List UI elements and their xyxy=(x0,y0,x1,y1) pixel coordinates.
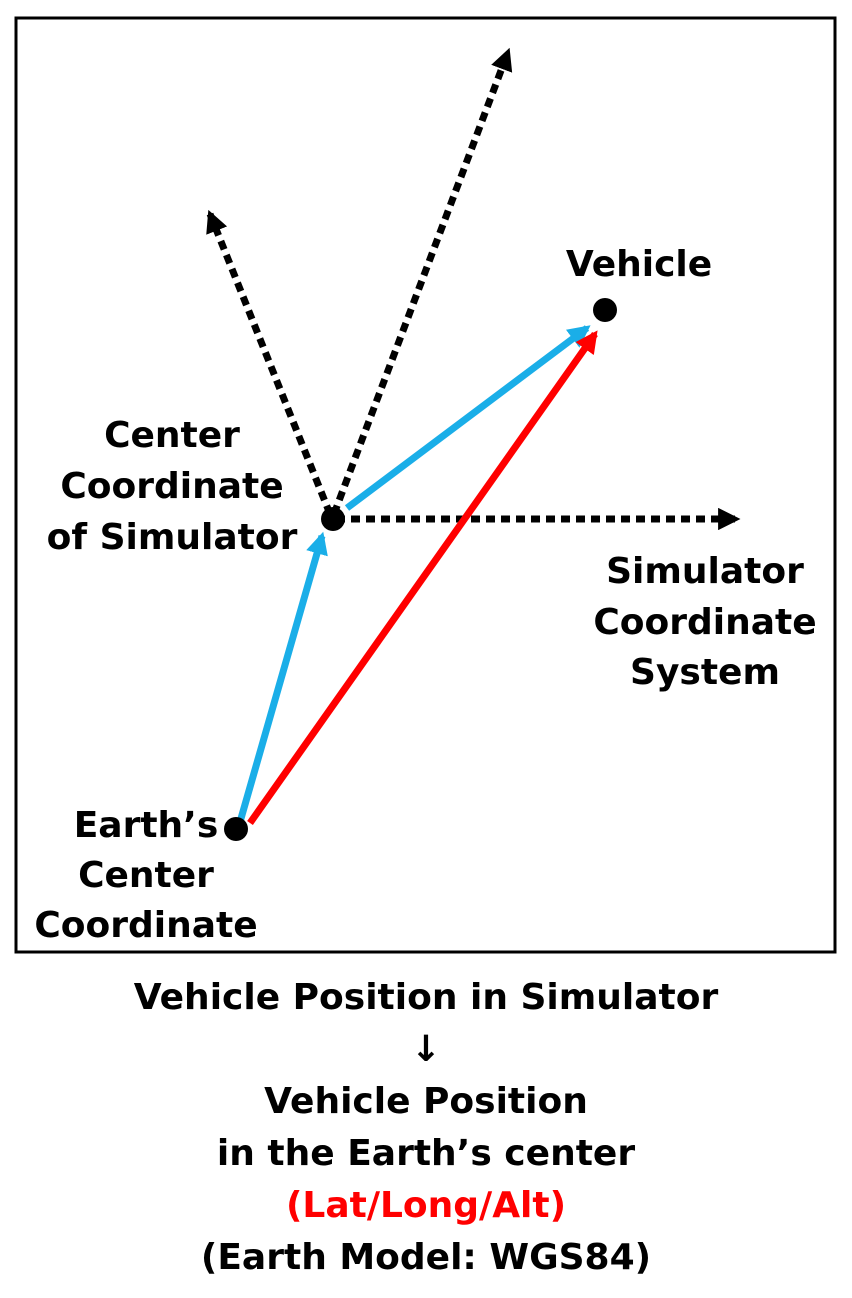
earth-center-label-line1: Earth’s xyxy=(74,805,219,846)
vehicle-label: Vehicle xyxy=(566,244,712,285)
caption-line-vehicle-position: Vehicle Position xyxy=(264,1081,588,1122)
caption-line-lat-long-alt: (Lat/Long/Alt) xyxy=(285,1185,567,1226)
center-coordinate-label-line3: of Simulator xyxy=(47,517,298,558)
earth-center-label-line3: Coordinate xyxy=(34,905,257,946)
simulator-axis-z-arrow xyxy=(206,209,334,516)
earth-to-simulator-vector xyxy=(236,531,328,823)
earth-center-point xyxy=(224,817,248,841)
caption: Vehicle Position in Simulator ↓ Vehicle … xyxy=(0,972,852,1284)
vehicle-point xyxy=(593,298,617,322)
simulator-center-point xyxy=(321,507,345,531)
caption-line-earth-model: (Earth Model: WGS84) xyxy=(200,1237,652,1278)
center-coordinate-label-line2: Coordinate xyxy=(60,466,283,507)
diagram-frame xyxy=(14,16,837,954)
simulator-to-vehicle-vector xyxy=(344,325,591,511)
simulator-system-label-line1: Simulator xyxy=(606,551,804,592)
coordinate-diagram: Vehicle Center Coordinate of Simulator S… xyxy=(14,16,837,954)
simulator-system-label-line3: System xyxy=(630,652,780,693)
caption-line-simulator-position: Vehicle Position in Simulator xyxy=(133,977,719,1018)
earth-to-vehicle-vector xyxy=(247,330,598,826)
earth-center-label-line2: Center xyxy=(78,855,214,896)
center-coordinate-label-line1: Center xyxy=(104,415,240,456)
caption-down-arrow-icon: ↓ xyxy=(410,1029,442,1070)
simulator-system-label-line2: Coordinate xyxy=(593,602,816,643)
caption-line-earth-center: in the Earth’s center xyxy=(216,1133,636,1174)
simulator-axis-y-arrow xyxy=(330,47,513,516)
